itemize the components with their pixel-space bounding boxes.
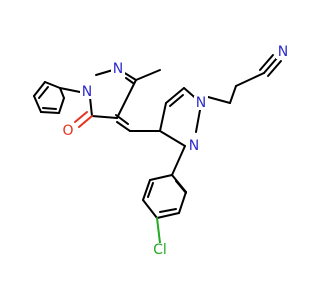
bond-pz-4 <box>159 130 186 147</box>
bond-pzone-5 <box>116 79 137 119</box>
bond-ph-4 <box>40 111 60 114</box>
atom-o-carbonyl: O <box>62 123 73 139</box>
bond-ph-4b <box>42 107 57 110</box>
bond-ph-2b <box>38 86 49 99</box>
atom-cl: Cl <box>153 242 167 258</box>
bond-pz-2b <box>169 94 184 107</box>
bond-cp-5b <box>147 182 154 198</box>
atom-n-pyrazole-2: N <box>189 138 199 154</box>
bond-pz-3 <box>159 102 167 132</box>
bond-chain-3 <box>207 96 231 104</box>
atom-n-pyrazolone-1: N <box>113 61 123 77</box>
bond-cp-5 <box>142 179 151 201</box>
bond-cp-1b <box>175 180 187 194</box>
bond-ph-6 <box>59 87 65 99</box>
bond-cp-3b <box>159 208 177 213</box>
bond-ph-5 <box>58 97 65 114</box>
bond-cp-4 <box>142 199 158 219</box>
atom-n-nitrile: N <box>278 44 288 60</box>
bonds <box>33 54 282 244</box>
bond-ph-3 <box>33 95 42 113</box>
bond-carbonyl-2 <box>74 111 88 123</box>
bond-cp-2 <box>178 191 187 214</box>
bond-nitrile-2 <box>267 60 282 77</box>
atom-n-pyrazole-1: N <box>196 95 206 111</box>
bond-ph-1 <box>44 81 61 89</box>
bond-ph-2 <box>33 81 46 97</box>
bond-chain-1 <box>235 72 265 87</box>
bond-chain-2 <box>229 85 237 104</box>
bond-nitrile-3 <box>259 54 274 71</box>
bond-bridge-2 <box>116 121 131 132</box>
bond-pzone-4b <box>125 77 134 84</box>
atom-n-pyrazolone-2: N <box>82 84 92 100</box>
bond-pzone-4 <box>122 71 137 81</box>
bond-pz-2 <box>165 87 185 104</box>
bond-pzone-1 <box>91 115 118 119</box>
bond-cp-6 <box>149 174 173 181</box>
bond-aryl-link <box>171 145 186 176</box>
molecule-structure: N N N N N O Cl <box>33 44 290 258</box>
bond-ccl <box>156 217 161 244</box>
bond-carbonyl-1 <box>78 115 93 128</box>
atom-labels: N N N N N O Cl <box>61 44 290 258</box>
bond-pzone-3 <box>95 69 114 76</box>
bond-nph <box>59 87 81 93</box>
bond-pz-5 <box>195 109 201 133</box>
bond-nitrile-1 <box>263 57 278 74</box>
bond-cp-3 <box>156 212 180 219</box>
bond-methyl <box>135 69 161 81</box>
